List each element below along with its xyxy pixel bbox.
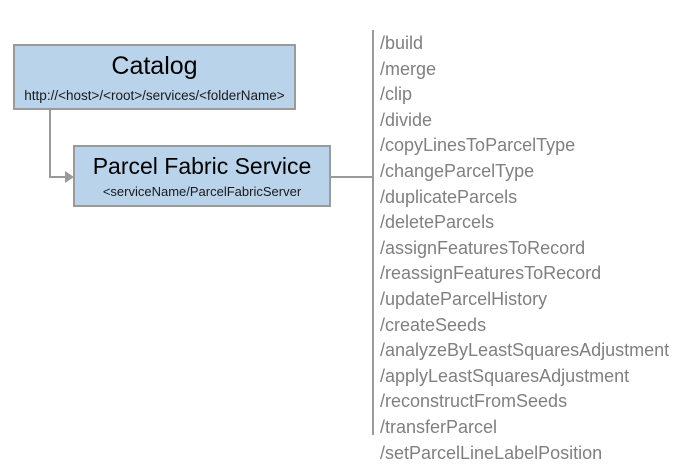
service-node-subtitle: <serviceName/ParcelFabricServer: [103, 185, 301, 199]
catalog-node-title: Catalog: [111, 53, 197, 79]
parcel-fabric-service-diagram: Catalog http://<host>/<root>/services/<f…: [0, 0, 690, 442]
operation-list-item: /setParcelLineLabelPosition: [380, 441, 680, 466]
operations-list: /build/merge/clip/divide/copyLinesToParc…: [380, 31, 680, 466]
operation-list-item: /createSeeds: [380, 313, 680, 339]
operation-list-item: /transferParcel: [380, 415, 680, 441]
service-node-title: Parcel Fabric Service: [93, 154, 312, 178]
operation-list-item: /build: [380, 31, 680, 57]
operation-list-item: /merge: [380, 57, 680, 83]
operation-list-item: /divide: [380, 108, 680, 134]
catalog-node: Catalog http://<host>/<root>/services/<f…: [13, 44, 296, 110]
operation-list-item: /applyLeastSquaresAdjustment: [380, 364, 680, 390]
operation-list-item: /reconstructFromSeeds: [380, 389, 680, 415]
connector-service-to-operations: [331, 176, 374, 178]
operations-rail-divider: [372, 30, 374, 435]
connector-catalog-vertical-segment: [49, 110, 51, 178]
parcel-fabric-service-node: Parcel Fabric Service <serviceName/Parce…: [73, 145, 331, 207]
operation-list-item: /clip: [380, 82, 680, 108]
catalog-node-subtitle: http://<host>/<root>/services/<folderNam…: [24, 89, 284, 103]
operation-list-item: /updateParcelHistory: [380, 287, 680, 313]
operation-list-item: /analyzeByLeastSquaresAdjustment: [380, 338, 680, 364]
operation-list-item: /changeParcelType: [380, 159, 680, 185]
operation-list-item: /assignFeaturesToRecord: [380, 236, 680, 262]
operation-list-item: /copyLinesToParcelType: [380, 133, 680, 159]
operation-list-item: /deleteParcels: [380, 210, 680, 236]
operation-list-item: /reassignFeaturesToRecord: [380, 261, 680, 287]
operation-list-item: /duplicateParcels: [380, 185, 680, 211]
